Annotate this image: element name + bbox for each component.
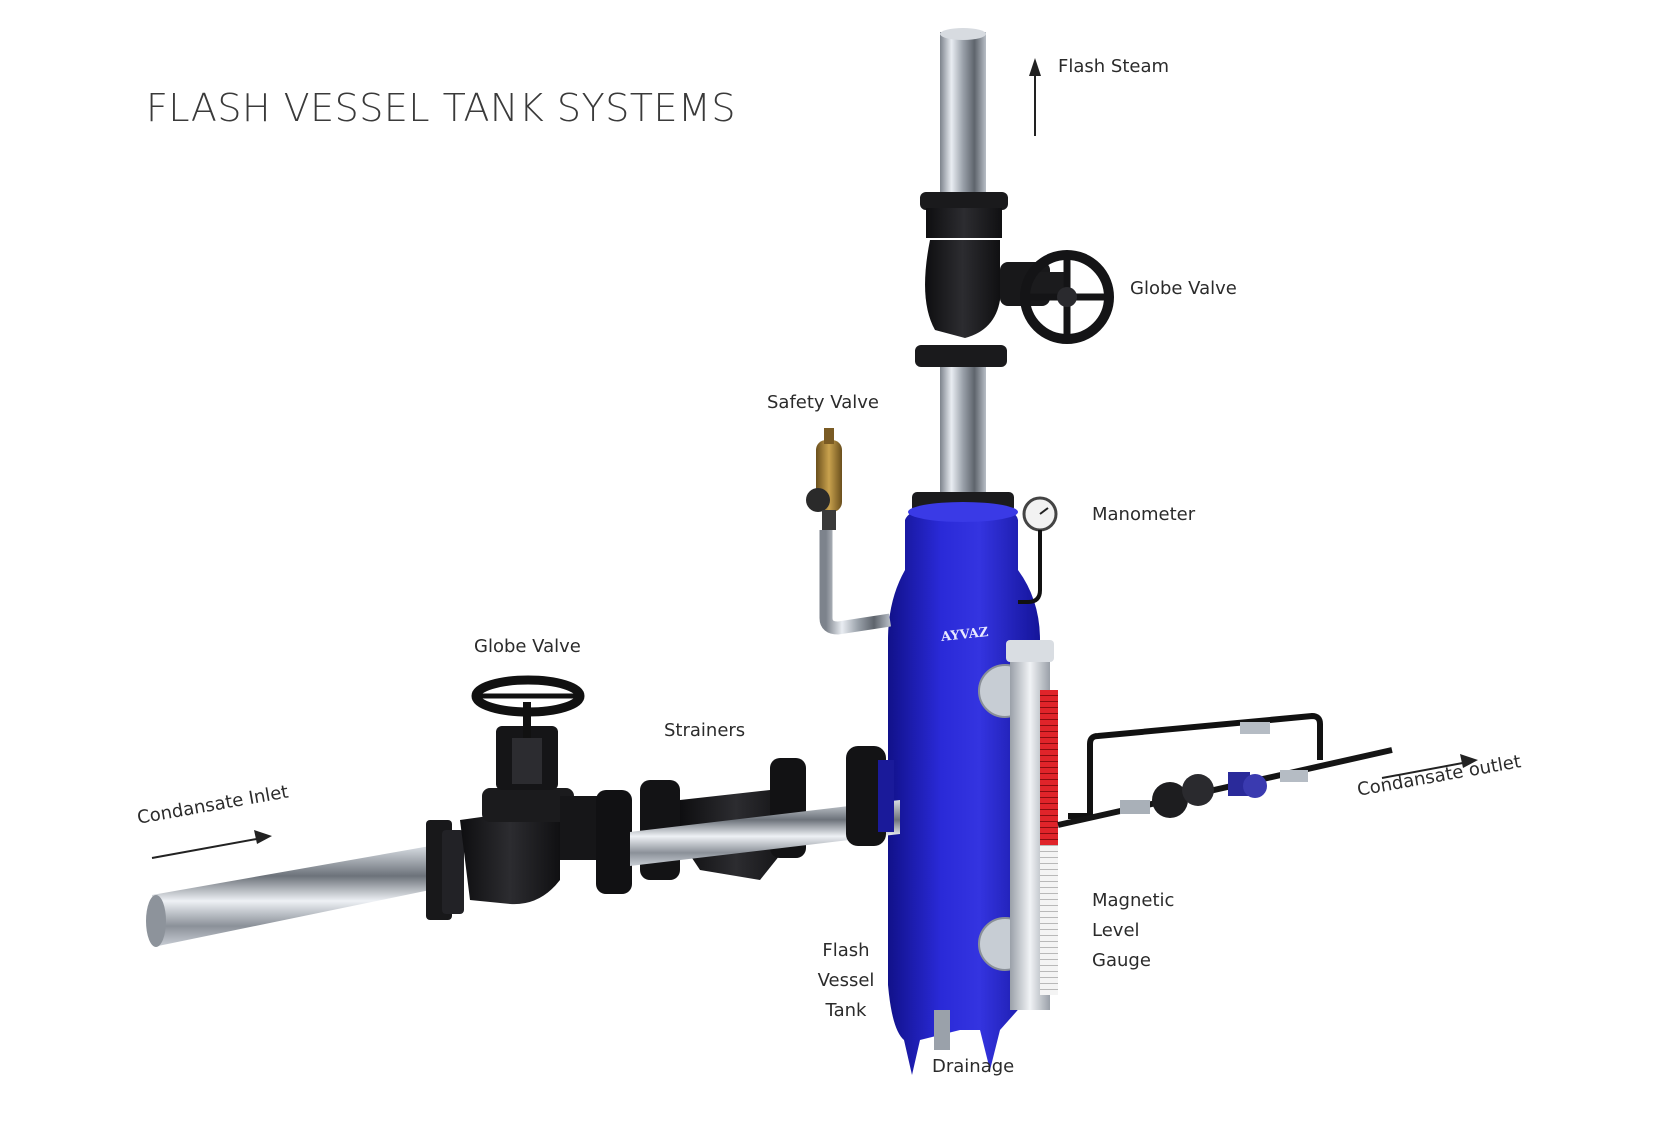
label-flash-steam: Flash Steam xyxy=(1058,56,1170,77)
label-drainage: Drainage xyxy=(932,1056,1015,1077)
drainage-pipe xyxy=(934,1010,950,1050)
label-strainers: Strainers xyxy=(664,720,746,741)
inlet-globe-valve-body xyxy=(460,806,560,905)
steam-outlet-pipe xyxy=(940,32,986,202)
top-valve-flange xyxy=(920,192,1008,210)
inlet-valve-handwheel xyxy=(471,675,585,717)
condensate-outlet-arrow xyxy=(1381,761,1469,779)
label-magnetic-level-gauge: Magnetic Level Gauge xyxy=(1092,890,1175,971)
outlet-main-line xyxy=(1057,747,1393,828)
label-manometer: Manometer xyxy=(1092,504,1196,525)
outlet-bypass-line xyxy=(1068,712,1323,819)
brand-logo: AYVAZ xyxy=(939,625,989,645)
label-globe-valve-left: Globe Valve xyxy=(474,636,581,657)
top-valve-handwheel xyxy=(1020,250,1114,344)
strainer-flange-left xyxy=(596,790,632,894)
label-globe-valve-top: Globe Valve xyxy=(1130,278,1237,299)
label-flash-vessel-tank: Flash Vessel Tank xyxy=(817,940,875,1021)
inlet-pipe xyxy=(152,846,430,946)
page-title: FLASH VESSEL TANK SYSTEMS xyxy=(146,86,736,130)
label-safety-valve: Safety Valve xyxy=(767,392,879,413)
condensate-inlet-arrow xyxy=(151,837,263,859)
